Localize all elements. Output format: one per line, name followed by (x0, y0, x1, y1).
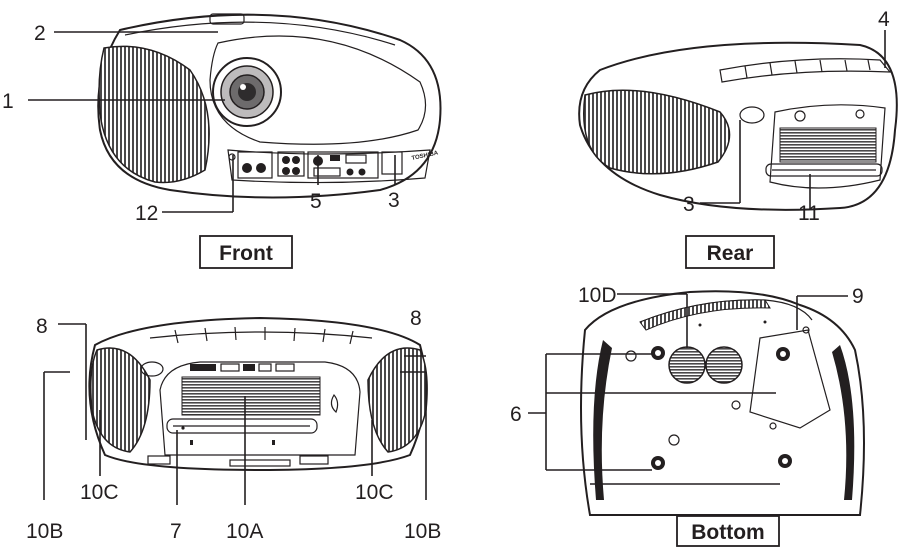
front-view: TOSHIBA (97, 13, 442, 199)
callout-labels: 1 2 12 5 3 4 3 11 8 8 10C 10C 10B 7 10A … (2, 8, 890, 543)
callout-7: 7 (170, 520, 182, 543)
callout-9: 9 (852, 285, 864, 308)
callout-10b-left: 10B (26, 520, 63, 543)
callout-10c-left: 10C (80, 481, 119, 504)
callout-6: 6 (510, 403, 522, 426)
callout-10b-right: 10B (404, 520, 441, 543)
bottom-caption-text: Bottom (691, 521, 764, 544)
side-view (88, 316, 428, 472)
rear-caption-text: Rear (707, 242, 754, 265)
callout-10a: 10A (226, 520, 263, 543)
rear-caption: Rear (685, 235, 775, 269)
callout-4: 4 (878, 8, 890, 31)
rear-view (578, 41, 898, 211)
callout-11: 11 (798, 202, 820, 225)
callout-3-rear: 3 (683, 193, 695, 216)
callout-2: 2 (34, 22, 46, 45)
bottom-view (580, 290, 865, 516)
adjustable-feet (651, 346, 792, 470)
svg-text:TOSHIBA: TOSHIBA (411, 150, 439, 162)
leader-lines (28, 30, 886, 505)
bottom-vents (668, 346, 743, 384)
callout-5: 5 (310, 190, 322, 213)
front-caption-text: Front (219, 242, 273, 265)
front-caption: Front (199, 235, 293, 269)
callout-10c-right: 10C (355, 481, 394, 504)
bottom-caption: Bottom (676, 515, 780, 547)
callout-1: 1 (2, 90, 14, 113)
lens (212, 57, 282, 127)
callout-8-right: 8 (410, 307, 422, 330)
callout-8-left: 8 (36, 315, 48, 338)
callout-12: 12 (135, 202, 158, 225)
callout-10d: 10D (578, 284, 617, 307)
callout-3-front: 3 (388, 189, 400, 212)
